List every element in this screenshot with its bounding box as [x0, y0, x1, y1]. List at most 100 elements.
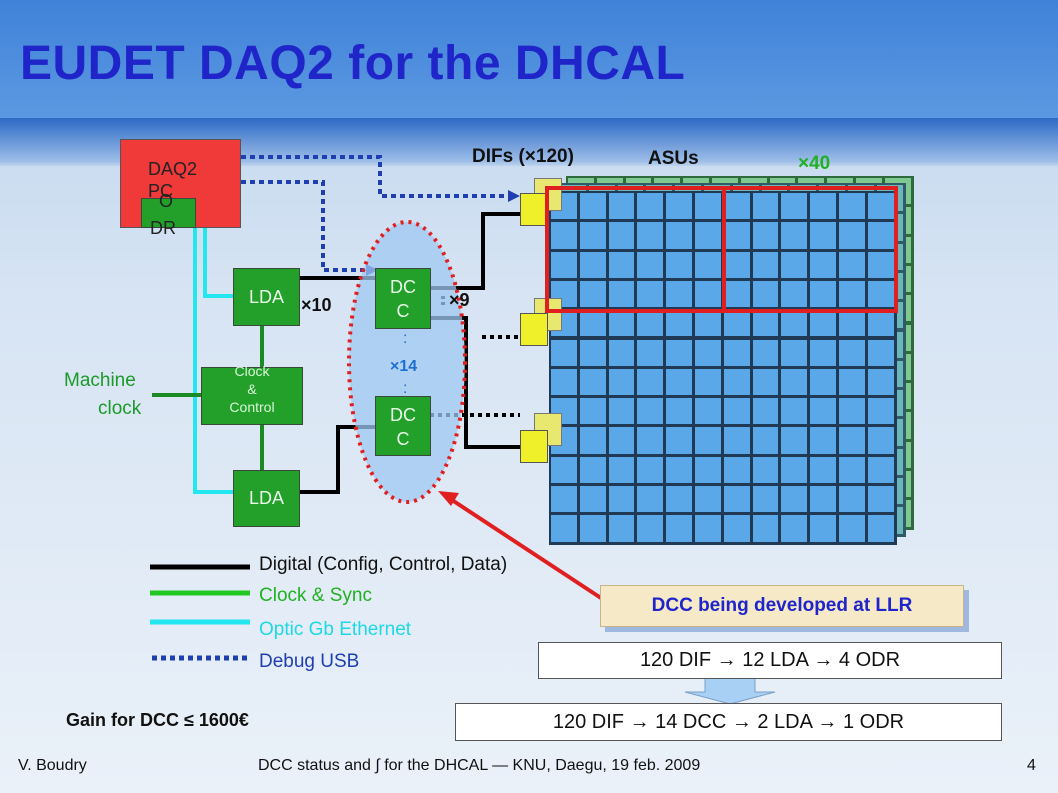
dif-box-2: [520, 313, 548, 346]
asu-pad: [551, 251, 577, 278]
legend-label-usb: Debug USB: [259, 651, 360, 672]
asu-pad: [666, 398, 692, 425]
asu-pad: [608, 427, 635, 454]
asu-pad: [666, 486, 692, 513]
asu-pad: [551, 222, 577, 249]
lda-label-top: LDA: [248, 286, 284, 307]
asu-pad: [695, 486, 721, 513]
dcc-label-top-2: C: [396, 301, 410, 321]
asu-pad: [723, 310, 750, 337]
asu-pad: [839, 310, 865, 337]
asu-pad: [781, 398, 808, 425]
asu-multiplier: ×40: [798, 153, 831, 174]
asu-pad: [551, 486, 577, 513]
asu-pad: [839, 280, 865, 308]
asu-pad: [579, 456, 606, 483]
asu-pad: [781, 310, 808, 337]
asu-pad: [579, 515, 606, 542]
asu-pad: [781, 339, 808, 366]
dcc-multiplier: ×14: [390, 358, 418, 375]
asu-pad: [695, 280, 721, 308]
asu-pad: [637, 515, 664, 542]
asu-pad: [752, 456, 779, 483]
asu-pad: [810, 456, 836, 483]
asu-pad: [666, 193, 692, 220]
lda-dcc-multiplier: ×10: [301, 295, 332, 315]
asu-pad: [752, 251, 779, 278]
dif-box-3: [520, 430, 548, 463]
asu-pad: [839, 486, 865, 513]
machine-clock-label-1: Machine: [64, 370, 136, 391]
asu-pad: [867, 339, 894, 366]
asu-pad: [666, 310, 692, 337]
asu-pad: [810, 515, 836, 542]
asu-pad: [781, 193, 808, 220]
machine-clock-label-2: clock: [98, 398, 142, 419]
asu-pad: [752, 398, 779, 425]
asu-pad: [579, 280, 606, 308]
asu-pad: [752, 427, 779, 454]
asu-highlight-left: [545, 186, 726, 313]
asu-pad: [752, 280, 779, 308]
footer-page: 4: [1027, 757, 1036, 774]
asu-pad: [608, 280, 635, 308]
asu-pad: [695, 456, 721, 483]
asu-pad: [723, 251, 750, 278]
asu-pad: [810, 251, 836, 278]
asu-pad: [867, 222, 894, 249]
flow-before-text: 120 DIF → 12 LDA → 4 ODR: [639, 649, 901, 671]
asu-pad: [839, 398, 865, 425]
asu-pad: [867, 193, 894, 220]
dcc-dots-top: :: [403, 330, 408, 347]
asu-pad: [810, 368, 836, 396]
daq-pc-label: DAQ2 PC: [148, 159, 198, 201]
asu-pad: [752, 368, 779, 396]
asu-pad: [867, 251, 894, 278]
asu-pad: [752, 486, 779, 513]
odr-box: [141, 198, 196, 228]
dcc-box-bottom: DC C: [375, 396, 431, 456]
asu-pad: [810, 280, 836, 308]
asu-pad: [867, 486, 894, 513]
asu-pad: [579, 427, 606, 454]
asu-pad: [839, 339, 865, 366]
asu-pad: [608, 251, 635, 278]
asu-pad: [695, 222, 721, 249]
asu-pad: [666, 515, 692, 542]
asu-pad: [723, 398, 750, 425]
asu-pad: [579, 368, 606, 396]
legend-label-digital: Digital (Config, Control, Data): [259, 554, 508, 575]
asu-pad: [666, 427, 692, 454]
clock-control-line3: Control: [229, 399, 275, 415]
asu-pad: [810, 339, 836, 366]
asu-pad: [781, 222, 808, 249]
clock-control-line2: &: [247, 381, 257, 397]
asu-pad: [579, 486, 606, 513]
asu-pad: [867, 368, 894, 396]
asu-pad: [666, 222, 692, 249]
flow-before: 120 DIF → 12 LDA → 4 ODR: [538, 642, 1002, 679]
asu-pad: [551, 339, 577, 366]
asu-pad: [867, 427, 894, 454]
dif-box-1: [520, 193, 548, 226]
footer-center: DCC status and ∫ for the DHCAL — KNU, Da…: [258, 757, 701, 774]
asu-pad: [867, 456, 894, 483]
asu-pad: [637, 193, 664, 220]
odr-label-top: O: [159, 191, 174, 211]
asu-pad: [608, 339, 635, 366]
asu-pad: [752, 222, 779, 249]
asu-pad: [752, 193, 779, 220]
flow-down-arrow: [684, 677, 776, 705]
asu-pad: [637, 222, 664, 249]
asu-pad: [579, 310, 606, 337]
asu-pad: [781, 515, 808, 542]
asu-pad: [608, 222, 635, 249]
footer-author: V. Boudry: [18, 757, 87, 774]
asu-pad: [666, 251, 692, 278]
asu-pad: [666, 339, 692, 366]
callout-arrow-head: [438, 491, 459, 506]
asu-pad: [839, 456, 865, 483]
asu-pad: [551, 368, 577, 396]
asu-pad: [637, 339, 664, 366]
asu-pad: [637, 280, 664, 308]
